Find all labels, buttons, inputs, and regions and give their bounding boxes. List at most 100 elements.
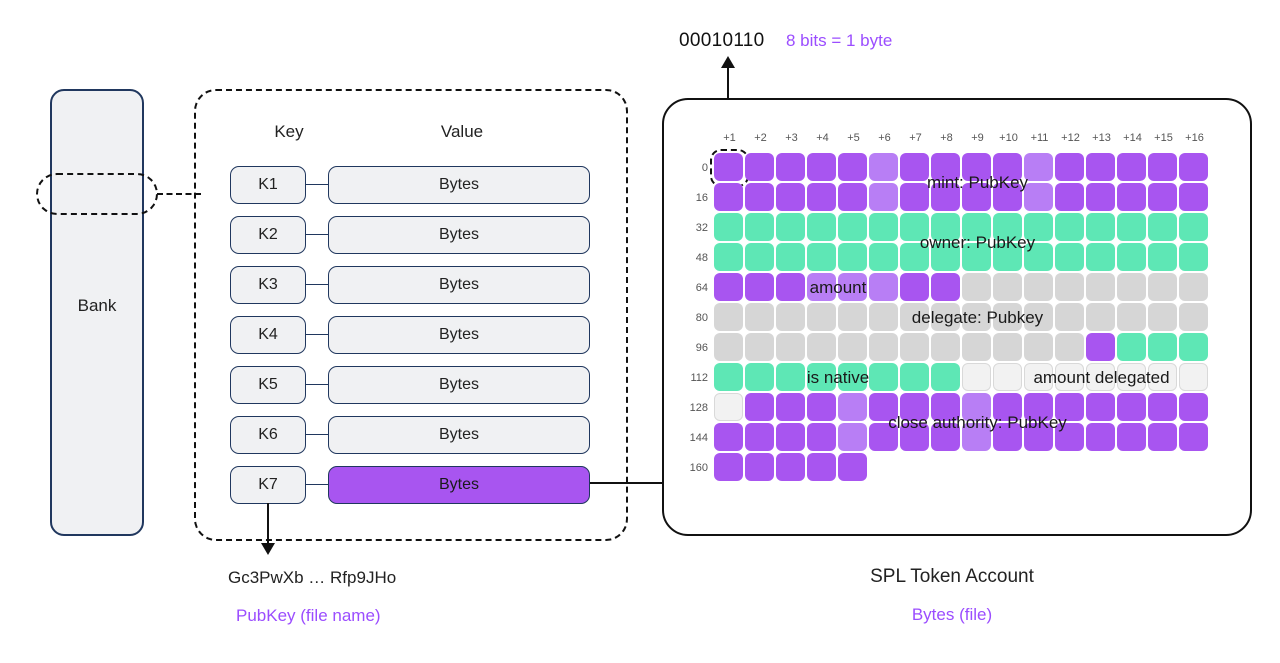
byte-grid-col-header: +5	[847, 132, 860, 144]
byte-cell	[1179, 363, 1208, 391]
byte-grid-row-header: 144	[689, 432, 708, 444]
byte-cell	[1117, 153, 1146, 181]
kv-value-pill-k1[interactable]: Bytes	[328, 166, 590, 204]
byte-cell	[1024, 273, 1053, 301]
byte-cell	[869, 153, 898, 181]
byte-cell	[745, 453, 774, 481]
byte-cell	[1086, 183, 1115, 211]
byte-cell	[1055, 423, 1084, 451]
byte-cell	[1179, 303, 1208, 331]
byte-cell	[745, 423, 774, 451]
byte-cell	[776, 183, 805, 211]
kv-link	[306, 284, 328, 285]
kv-value-pill-k3[interactable]: Bytes	[328, 266, 590, 304]
byte-cell	[900, 303, 929, 331]
byte-cell	[931, 153, 960, 181]
byte-cell	[807, 213, 836, 241]
byte-cell	[993, 393, 1022, 421]
byte-cell	[714, 453, 743, 481]
kv-value-pill-k2[interactable]: Bytes	[328, 216, 590, 254]
byte-cell	[1024, 213, 1053, 241]
byte-grid-row-header: 96	[695, 342, 708, 354]
byte-cell	[993, 423, 1022, 451]
byte-cell	[838, 453, 867, 481]
byte-cell	[776, 153, 805, 181]
byte-cell	[776, 453, 805, 481]
byte-cell	[807, 183, 836, 211]
kv-key-pill-k3[interactable]: K3	[230, 266, 306, 304]
byte-cell	[807, 333, 836, 361]
byte-cell	[1024, 303, 1053, 331]
byte-grid-row-header: 128	[689, 402, 708, 414]
kv-value-pill-k6[interactable]: Bytes	[328, 416, 590, 454]
kv-value-pill-k5[interactable]: Bytes	[328, 366, 590, 404]
byte-cell	[745, 333, 774, 361]
byte-cell	[900, 393, 929, 421]
byte-grid-col-header: +1	[723, 132, 736, 144]
byte-cell	[931, 393, 960, 421]
byte-cell	[838, 333, 867, 361]
kv-key-pill-k1[interactable]: K1	[230, 166, 306, 204]
byte-cell	[1117, 243, 1146, 271]
byte-cell	[838, 213, 867, 241]
byte-cell	[962, 183, 991, 211]
byte-cell	[962, 153, 991, 181]
byte-cell	[1086, 213, 1115, 241]
byte-cell	[745, 393, 774, 421]
kv-key-pill-k6[interactable]: K6	[230, 416, 306, 454]
byte-cell	[714, 423, 743, 451]
byte-cell	[1179, 423, 1208, 451]
byte-cell	[1117, 213, 1146, 241]
byte-cell	[1055, 333, 1084, 361]
byte-cell	[745, 273, 774, 301]
kv-value-pill-k4[interactable]: Bytes	[328, 316, 590, 354]
byte-cell	[1117, 393, 1146, 421]
byte-cell	[962, 393, 991, 421]
byte-cell	[1024, 243, 1053, 271]
kv-key-pill-k5[interactable]: K5	[230, 366, 306, 404]
byte-cell	[1024, 393, 1053, 421]
byte-cell	[1179, 243, 1208, 271]
byte-cell	[1086, 363, 1115, 391]
bank-box[interactable]: Bank	[50, 89, 144, 536]
byte-cell	[962, 273, 991, 301]
byte-grid-col-header: +9	[971, 132, 984, 144]
kv-key-pill-k4[interactable]: K4	[230, 316, 306, 354]
byte-cell	[838, 393, 867, 421]
byte-cell	[962, 423, 991, 451]
account-arrow-shaft	[590, 482, 668, 484]
byte-grid-col-header: +7	[909, 132, 922, 144]
highlighted-account-slot[interactable]	[36, 173, 158, 215]
byte-cell	[900, 363, 929, 391]
byte-cell	[714, 273, 743, 301]
byte-cell	[1148, 273, 1177, 301]
byte-cell	[776, 333, 805, 361]
kv-header-key: Key	[274, 122, 304, 141]
byte-cell	[1086, 423, 1115, 451]
byte-cell	[1117, 363, 1146, 391]
kv-value-pill-k7[interactable]: Bytes	[328, 466, 590, 504]
kv-key-pill-k7[interactable]: K7	[230, 466, 306, 504]
byte-cell	[807, 153, 836, 181]
kv-link	[306, 434, 328, 435]
byte-cell	[900, 423, 929, 451]
kv-key-pill-k2[interactable]: K2	[230, 216, 306, 254]
byte-cell	[869, 273, 898, 301]
byte-cell	[714, 243, 743, 271]
byte-cell	[1148, 423, 1177, 451]
byte-note-label: 8 bits = 1 byte	[786, 31, 893, 50]
byte-cell	[776, 213, 805, 241]
byte-cell	[838, 303, 867, 331]
byte-grid-row-header: 0	[701, 162, 708, 174]
byte-cell	[1148, 213, 1177, 241]
byte-cell	[869, 213, 898, 241]
byte-cell	[869, 183, 898, 211]
byte-cell	[807, 273, 836, 301]
byte-cell	[745, 363, 774, 391]
byte-cell	[869, 333, 898, 361]
byte-cell	[710, 149, 749, 187]
byte-cell	[869, 243, 898, 271]
byte-cell	[838, 183, 867, 211]
byte-cell	[931, 273, 960, 301]
